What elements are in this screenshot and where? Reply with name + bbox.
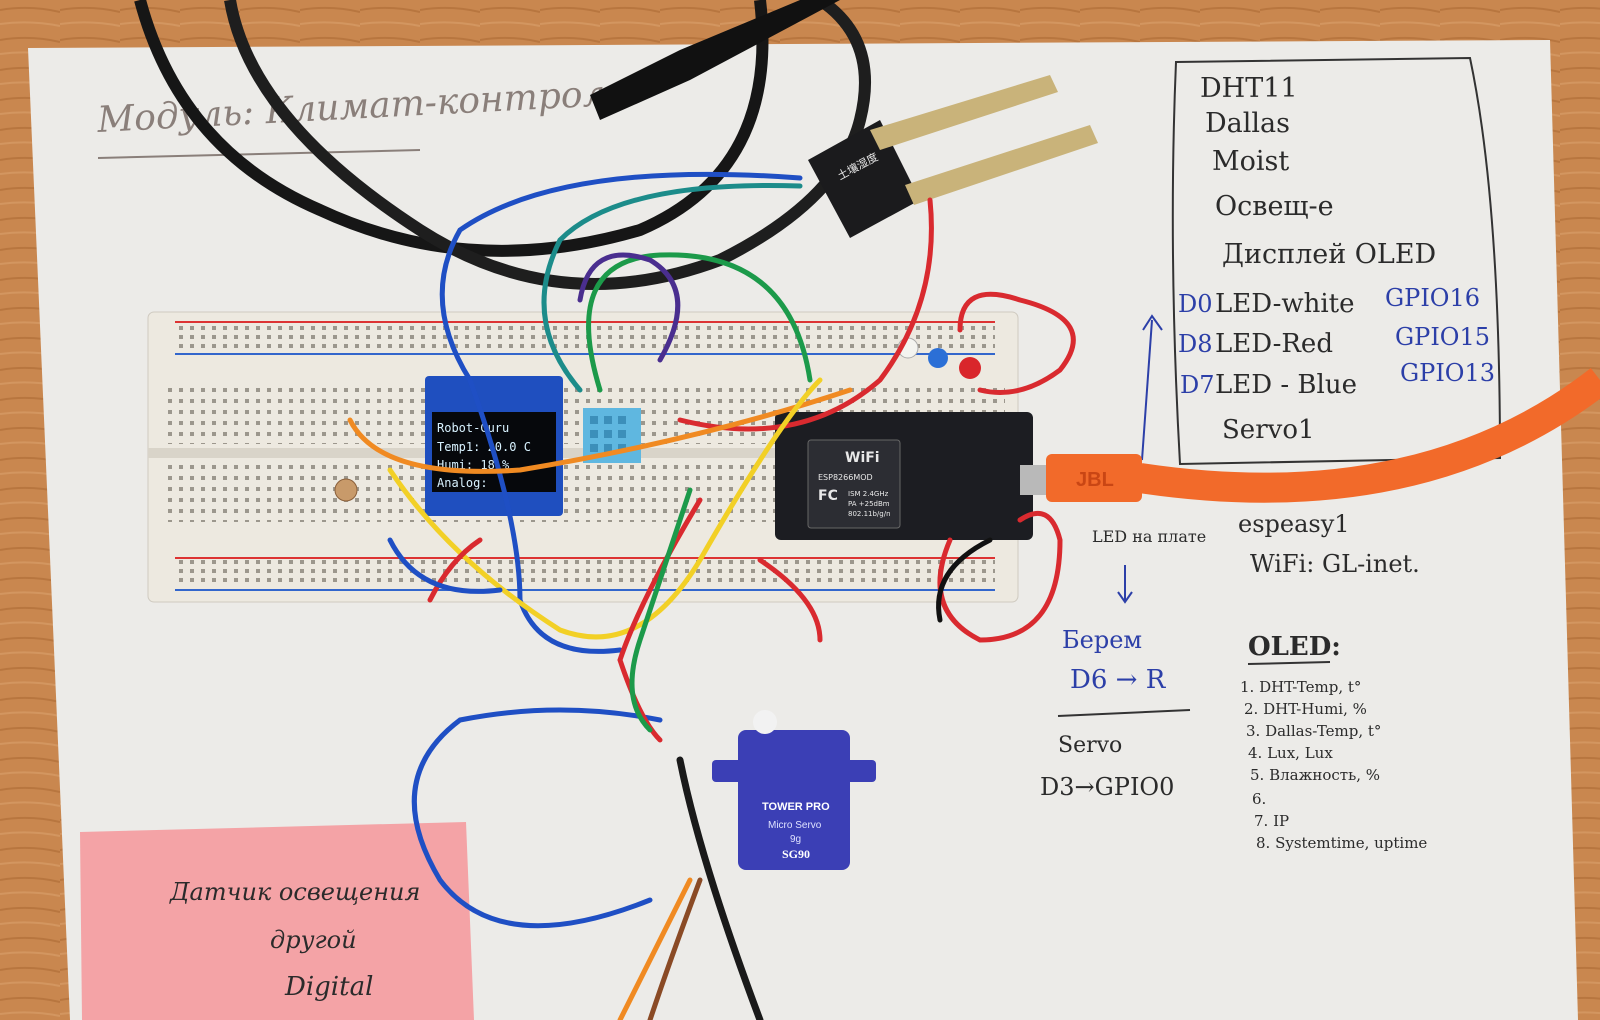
- sticky-text: другой: [270, 926, 357, 954]
- sticky-text: Digital: [284, 972, 373, 1002]
- green-wire: [586, 252, 813, 393]
- led-pin: D7: [1180, 371, 1215, 399]
- servo-cable: [676, 756, 764, 1020]
- oled-item: 5. Влажность, %: [1250, 766, 1380, 784]
- black-wire: [936, 537, 993, 623]
- usb-port: [1020, 465, 1046, 495]
- servo-code: SG90: [782, 847, 810, 861]
- purple-wire: [577, 252, 681, 363]
- led-name: LED-Red: [1215, 329, 1333, 359]
- servo-model: Micro Servo: [768, 820, 822, 831]
- led-blue: [928, 348, 948, 368]
- oled-heading: OLED:: [1248, 632, 1341, 662]
- blue-arrow: [1141, 314, 1163, 461]
- dht11-grille: [590, 416, 626, 452]
- power-rail-top: [175, 324, 995, 350]
- servo-horn: [753, 710, 777, 734]
- oled-item: 1. DHT-Temp, t°: [1240, 678, 1361, 696]
- usb-plug: [1046, 454, 1142, 502]
- title-underline: [97, 149, 421, 159]
- dallas-probe: [590, 0, 840, 120]
- list-item: DHT11: [1200, 73, 1298, 104]
- esp-spec: PA +25dBm: [848, 500, 890, 508]
- wifi-logo: WiFi: [845, 450, 880, 466]
- oled-item: 3. Dallas-Temp, t°: [1246, 722, 1381, 740]
- led-gpio: GPIO16: [1385, 284, 1480, 312]
- esp-spec: ISM 2.4GHz: [848, 490, 889, 498]
- servo-cable: [647, 877, 703, 1020]
- red-wire: [427, 537, 823, 643]
- servo-map: D3→GPIO0: [1040, 773, 1174, 801]
- moisture-probe: [870, 75, 1058, 150]
- down-arrow: [1117, 565, 1133, 604]
- moisture-probe: [905, 125, 1098, 205]
- orange-wire: [347, 387, 853, 474]
- led-red: [959, 357, 981, 379]
- led-gpio: GPIO13: [1400, 359, 1495, 387]
- led-pin: D0: [1178, 290, 1213, 318]
- list-item: Servo1: [1222, 415, 1315, 445]
- oled-item: 2. DHT-Humi, %: [1244, 700, 1367, 718]
- photoresistor: [334, 478, 358, 502]
- blue-wire: [387, 537, 503, 594]
- oled-item: 6.: [1252, 790, 1266, 808]
- esp-module-label: ESP8266MOD: [818, 473, 873, 482]
- teal-wire: [541, 183, 803, 393]
- red-wire: [957, 291, 1076, 395]
- jumper-wires: [347, 171, 1076, 1020]
- oled-underline: [1247, 661, 1331, 665]
- list-item: Dallas: [1205, 108, 1290, 139]
- list-item: Дисплей OLED: [1222, 239, 1436, 270]
- blue-wire: [411, 707, 663, 929]
- usb-cable: [1137, 368, 1600, 503]
- espeasy-label: espeasy1: [1238, 510, 1350, 538]
- blue-wire: [439, 171, 803, 654]
- servo-mount-tab: [712, 760, 876, 782]
- esp-spec: 802.11b/g/n: [848, 510, 891, 518]
- take-map: D6 → R: [1070, 665, 1167, 695]
- green-wire: [629, 487, 693, 733]
- take-note: Берем: [1062, 626, 1142, 654]
- wifi-label: WiFi: GL-inet.: [1250, 550, 1420, 578]
- divider: [1057, 709, 1191, 717]
- oled-item: 4. Lux, Lux: [1248, 744, 1333, 762]
- led-name: LED-white: [1215, 289, 1355, 319]
- red-wire: [677, 197, 934, 432]
- dallas-cable: [134, 0, 769, 257]
- led-name: LED - Blue: [1215, 370, 1357, 400]
- oled-item: 8. Systemtime, uptime: [1256, 834, 1427, 852]
- red-wire: [937, 510, 1063, 643]
- servo-brand: TOWER PRO: [762, 801, 830, 813]
- dallas-cable: [224, 0, 871, 290]
- power-rail-bottom: [175, 560, 995, 586]
- moisture-sensor-module: [808, 120, 920, 238]
- oled-line: Robot-Guru: [437, 421, 509, 435]
- led-gpio: GPIO15: [1395, 323, 1490, 351]
- list-item: Moist: [1212, 146, 1289, 177]
- servo-weight: 9g: [790, 834, 801, 845]
- servo-label: Servo: [1058, 733, 1122, 758]
- sticky-text: Датчик освещения: [169, 878, 420, 906]
- led-onboard-note: LED на плате: [1092, 527, 1206, 546]
- oled-line: Temp1: 20.0 C: [437, 440, 531, 454]
- sensor-list-box: [1171, 56, 1502, 466]
- servo-cable: [617, 877, 693, 1020]
- sticky-note: [80, 822, 474, 1020]
- usb-brand-logo: JBL: [1076, 469, 1114, 491]
- fc-mark: FC: [818, 488, 838, 504]
- esp-module: [807, 439, 901, 529]
- list-item: Освещ-е: [1215, 191, 1334, 222]
- oled-line: Analog:: [437, 476, 488, 490]
- led-pin: D8: [1178, 330, 1213, 358]
- oled-item: 7. IP: [1254, 812, 1289, 830]
